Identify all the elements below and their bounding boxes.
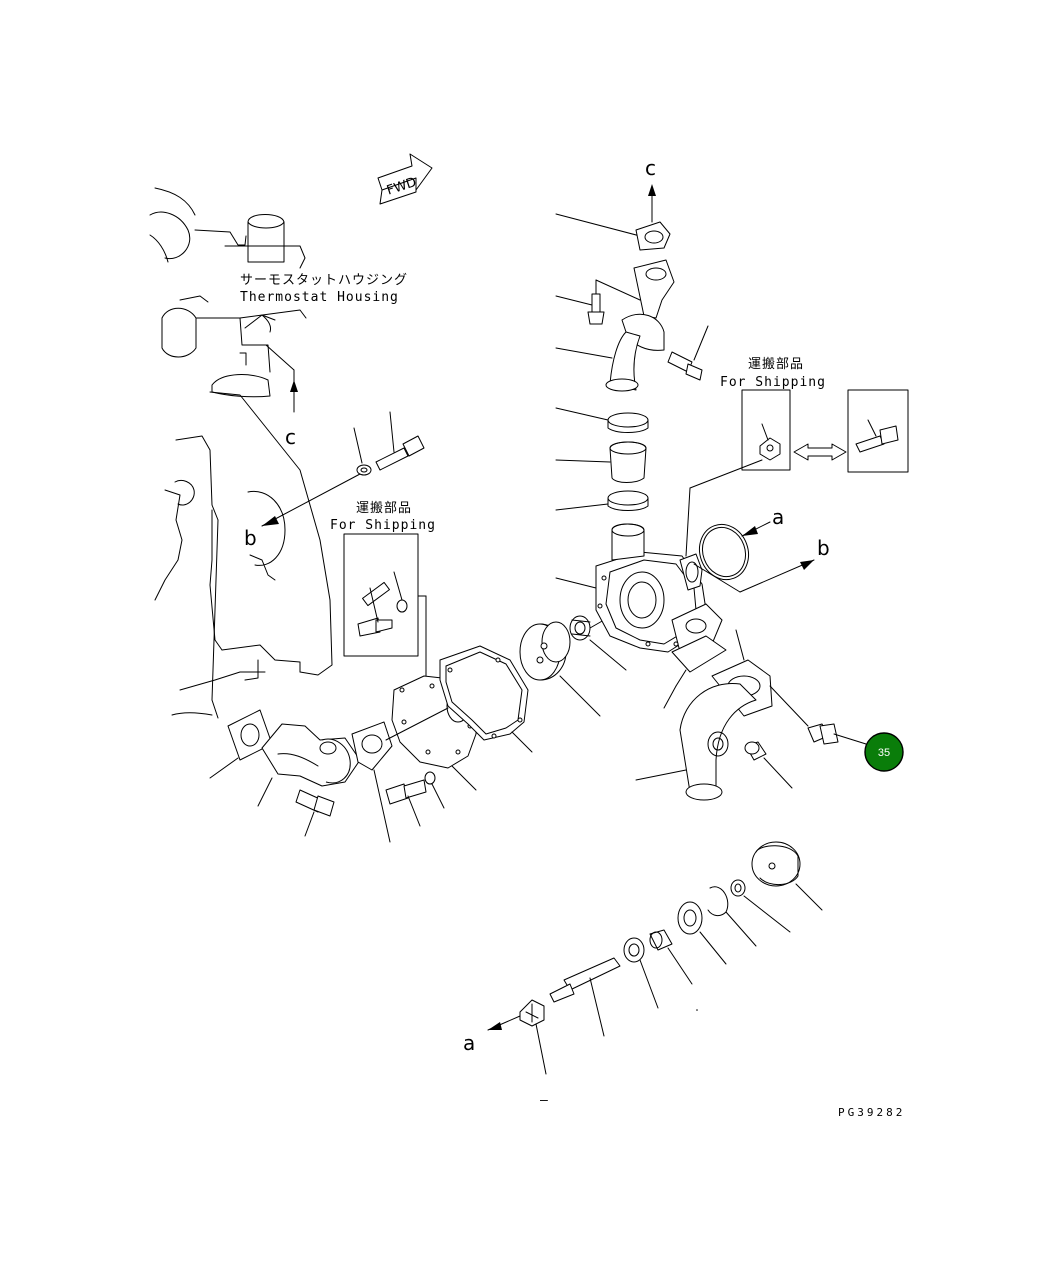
o-ring: a [698, 505, 784, 581]
for-shipping-box-right: 運搬部品 For Shipping [720, 357, 909, 473]
thermostat-housing-label-en: Thermostat Housing [240, 290, 399, 305]
cover-bolt [385, 771, 445, 827]
water-pump-body [555, 459, 763, 653]
for-shipping-box-left: 運搬部品 For Shipping [330, 501, 439, 693]
svg-text:For Shipping: For Shipping [330, 518, 436, 533]
svg-text:a: a [772, 505, 784, 529]
gasket-plate [351, 721, 393, 843]
svg-text:運搬部品: 運搬部品 [748, 357, 804, 372]
callout-35-badge[interactable]: 35 [864, 732, 904, 772]
svg-text:運搬部品: 運搬部品 [356, 501, 412, 516]
upper-connector: c [555, 156, 709, 392]
flange-bolt [769, 685, 867, 745]
svg-text:b: b [817, 536, 830, 560]
outlet-elbow [635, 629, 773, 801]
svg-text:c: c [285, 425, 296, 449]
ref-b-left: b [244, 473, 361, 550]
pump-gasket [439, 645, 533, 753]
dash-mark: – [540, 1093, 549, 1108]
fwd-arrow: FWD [377, 153, 433, 205]
impeller [519, 621, 601, 717]
drain-plug [744, 741, 793, 789]
engine-block [149, 187, 333, 716]
hose [555, 441, 647, 483]
thermostat-housing-label-jp: サーモスタットハウジング [240, 273, 408, 288]
svg-text:c: c [645, 156, 656, 180]
hose-clamp-upper [555, 407, 649, 433]
svg-text:b: b [244, 526, 257, 550]
svg-text:a: a [463, 1031, 475, 1055]
callout-35-number: 35 [878, 747, 890, 759]
svg-text:For Shipping: For Shipping [720, 375, 826, 390]
drawing-code: PG39282 [838, 1106, 905, 1119]
washer-and-bolt-top [353, 411, 425, 476]
left-elbow-assembly [209, 519, 361, 837]
hose-clamp-lower [555, 490, 649, 511]
mechanical-seal [569, 615, 627, 671]
ref-c-left: c [265, 344, 298, 449]
ref-b-right: b [693, 536, 830, 593]
shaft-assembly: a [463, 841, 823, 1075]
